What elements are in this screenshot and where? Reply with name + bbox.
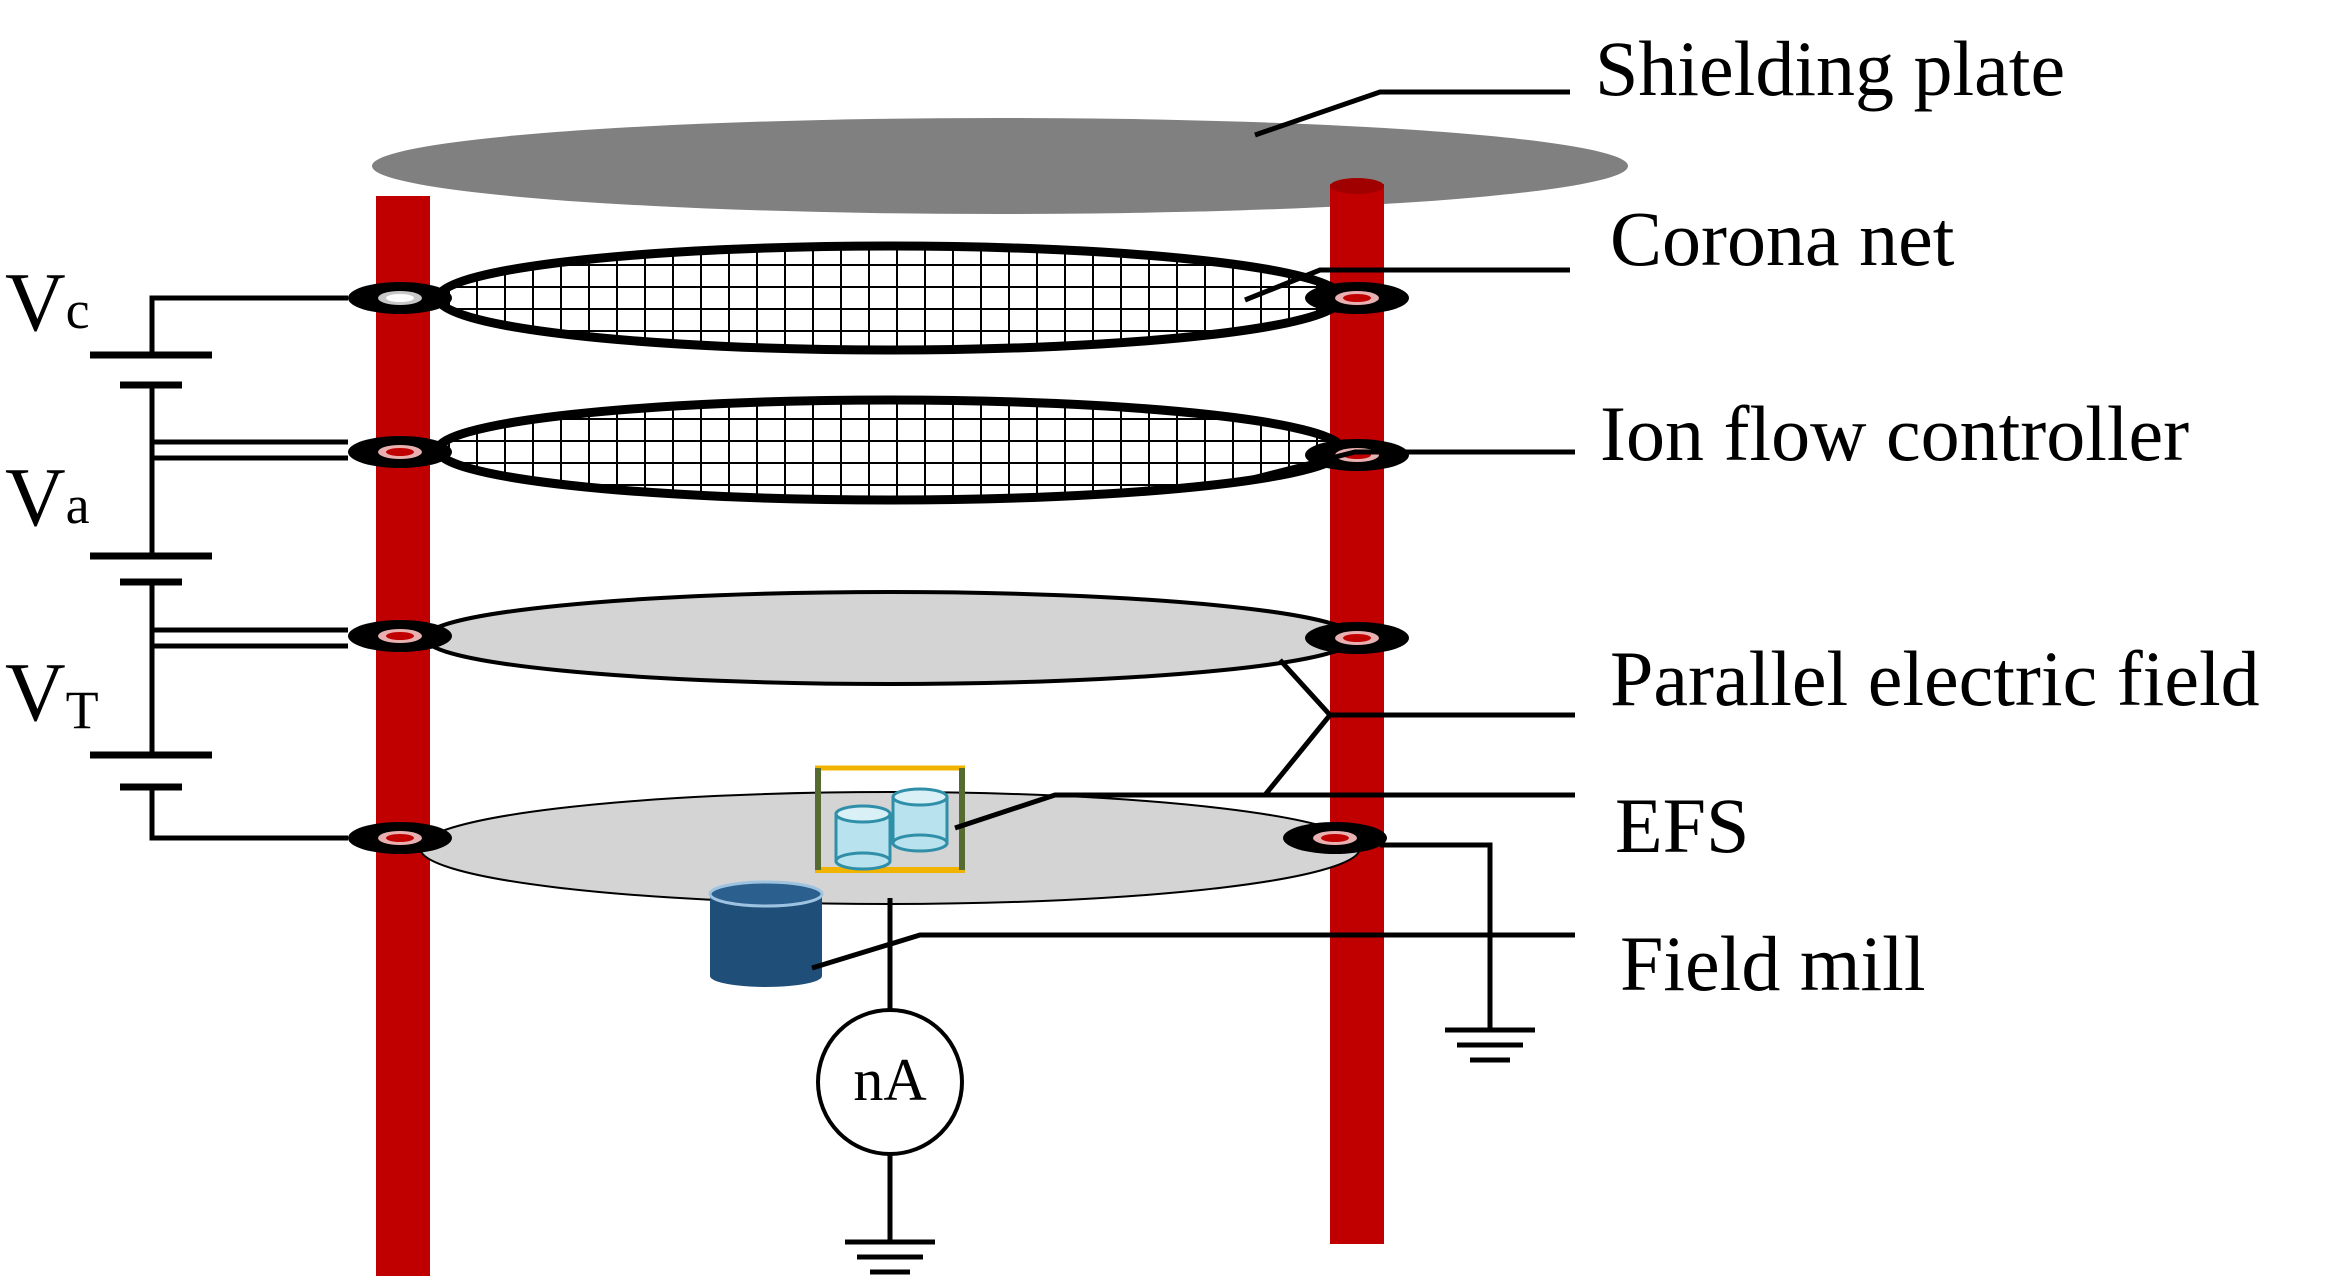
ammeter-circuit	[816, 898, 964, 1275]
corona-net-leader	[1244, 267, 1570, 303]
vt-bottom-wire	[149, 790, 348, 841]
insulator-ring-left-3	[348, 620, 452, 652]
ion-flow-controller-leader	[1224, 449, 1575, 488]
right-pillar-top	[1330, 178, 1384, 194]
field-mill-label: Field mill	[1620, 920, 1926, 1007]
insulator-ring-left-1	[348, 282, 452, 314]
insulator-ring-right-1	[1305, 282, 1409, 314]
voltage-circuit	[90, 295, 348, 841]
vt-wire	[149, 585, 348, 752]
field-mill	[708, 880, 824, 987]
parallel-field-leader	[1263, 658, 1575, 797]
insulator-ring-right-4	[1283, 822, 1387, 854]
left-pillar	[376, 196, 430, 1276]
right-ground	[1380, 842, 1535, 1063]
vc-wire	[149, 295, 348, 352]
corona-net	[433, 241, 1347, 355]
va-label: Va	[5, 451, 90, 544]
vt-label: VT	[5, 646, 99, 740]
va-wire	[149, 388, 348, 461]
insulator-ring-left-4	[348, 822, 452, 854]
corona-net-label: Corona net	[1610, 195, 1955, 282]
insulator-ring-right-3	[1305, 622, 1409, 654]
insulator-ring-left-2	[348, 436, 452, 468]
insulator-rings	[348, 282, 1409, 854]
efs-sensor	[815, 765, 965, 873]
insulator-ring-right-2	[1305, 439, 1409, 471]
ammeter-label: nA	[853, 1047, 926, 1113]
shielding-plate-label: Shielding plate	[1595, 25, 2065, 112]
parallel-field-plate	[423, 590, 1357, 686]
shielding-plate-leader	[1254, 89, 1570, 138]
efs-label: EFS	[1615, 782, 1749, 869]
ion-flow-controller-label: Ion flow controller	[1600, 390, 2189, 477]
parallel-electric-field-label: Parallel electric field	[1610, 635, 2260, 722]
efs-cylinder-back	[891, 787, 949, 853]
vc-label: Vc	[5, 256, 90, 349]
shielding-plate	[372, 118, 1628, 214]
leader-lines	[811, 89, 1575, 971]
ion-flow-controller	[433, 395, 1347, 505]
field-mill-leader	[811, 932, 1575, 971]
efs-cylinder-front	[834, 804, 892, 871]
efs-leader	[954, 792, 1575, 831]
